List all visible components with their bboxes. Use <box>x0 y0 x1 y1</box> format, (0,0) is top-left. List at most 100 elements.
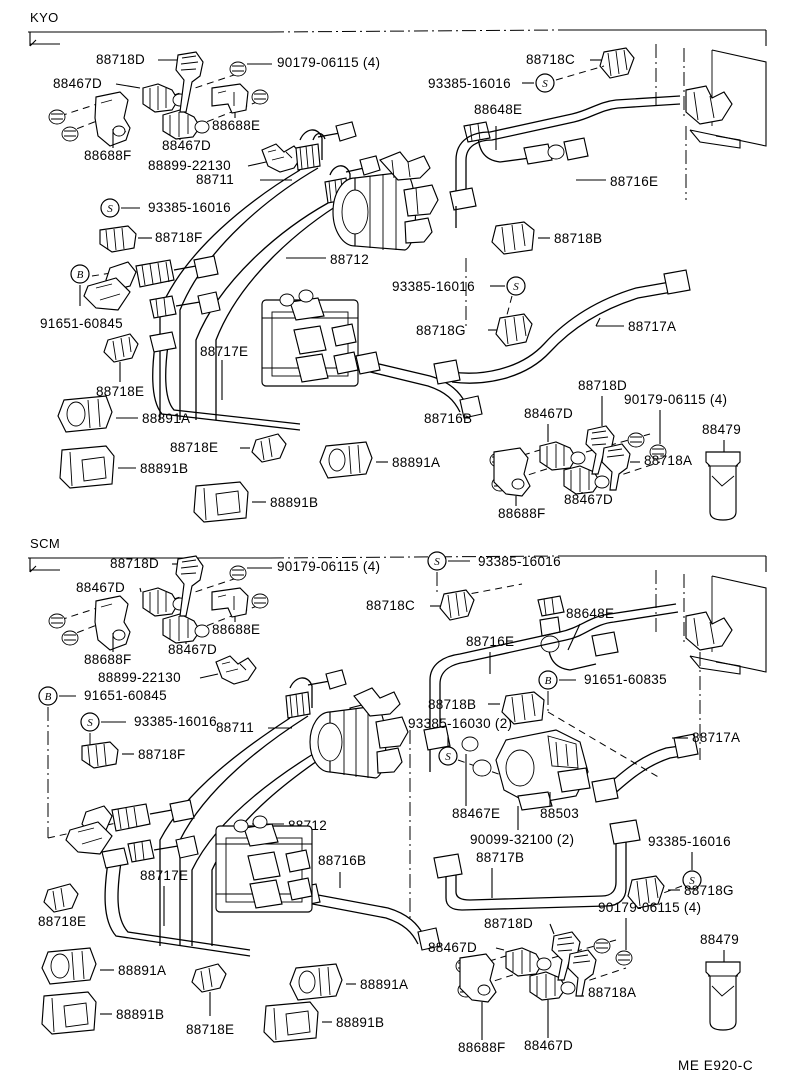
label-90179-scm-2: 90179-06115 (4) <box>598 900 701 915</box>
clip-88718a-scm <box>567 949 597 997</box>
footer-code: ME E920-C <box>678 1058 753 1073</box>
kyo-panel-frame <box>28 29 767 47</box>
clip-88718e-kyo-1 <box>103 333 139 363</box>
nut-icon <box>61 630 79 646</box>
clip-88718g-scm <box>627 875 665 909</box>
label-88503-scm: 88503 <box>540 806 579 821</box>
label-88718f-scm: 88718F <box>138 747 186 762</box>
label-88688f-scm-2: 88688F <box>458 1040 506 1055</box>
grommet-88891a-scm-1 <box>41 947 97 985</box>
label-88716e-scm: 88716E <box>466 634 514 649</box>
clip-88718g-kyo <box>495 313 533 347</box>
expansion-valve-88503 <box>461 729 591 811</box>
clip-88718c-scm <box>439 589 475 621</box>
label-88718g-scm: 88718G <box>684 883 734 898</box>
nut-icon <box>229 565 247 581</box>
marker-circle-s <box>100 198 120 218</box>
label-88717e-scm: 88717E <box>140 868 188 883</box>
grommet-88891b-scm-1 <box>41 991 97 1035</box>
marker-glyph-s: S <box>513 281 519 293</box>
marker-circle-b <box>38 686 58 706</box>
panel-tag-kyo: KYO <box>30 10 59 25</box>
pipe-88717b-scm <box>433 819 641 911</box>
bracket-88688e <box>211 83 249 114</box>
marker-circle-s <box>427 551 447 571</box>
clip-88718d-kyo-top <box>175 51 204 113</box>
marker-glyph-s: S <box>542 78 548 90</box>
clip-88718f-scm <box>81 741 119 769</box>
label-88688f-kyo-2: 88688F <box>498 506 546 521</box>
clip-88718a-kyo <box>601 443 631 491</box>
label-88718d-scm-1: 88718D <box>110 556 159 571</box>
label-88899-scm: 88899-22130 <box>98 670 181 685</box>
clip-88718d-scm-top <box>175 555 204 617</box>
label-88718d-scm-2: 88718D <box>484 916 533 931</box>
nut-icon <box>627 432 645 448</box>
label-88718g-kyo: 88718G <box>416 323 466 338</box>
line-88717e-kyo <box>149 331 301 431</box>
label-90179-kyo-2: 90179-06115 (4) <box>624 392 727 407</box>
clamp-88467d-lower <box>529 971 576 1001</box>
label-88712-kyo: 88712 <box>330 252 369 267</box>
label-93385-scm-1: 93385-16016 <box>134 714 217 729</box>
label-88718f-kyo: 88718F <box>155 230 203 245</box>
line-88716b-scm <box>295 883 441 951</box>
label-88718d-kyo-1: 88718D <box>96 52 145 67</box>
grommet-88891a-scm-2 <box>289 963 343 1001</box>
pipe-88716e-kyo <box>449 95 681 228</box>
label-88718c-kyo: 88718C <box>526 52 575 67</box>
receiver-drier-88479-kyo <box>705 451 741 521</box>
fitting-row2-kyo <box>149 291 221 319</box>
clamp-88467d-upper <box>142 587 188 617</box>
fitting-91651-kyo <box>83 255 219 311</box>
label-88717e-kyo: 88717E <box>200 344 248 359</box>
clip-88718e-scm-2 <box>191 963 227 993</box>
clip-88718e-kyo-2 <box>251 433 287 463</box>
label-88467d-scm-4: 88467D <box>524 1038 573 1053</box>
panel-tag-scm: SCM <box>30 536 60 551</box>
label-90179-kyo-1: 90179-06115 (4) <box>277 55 380 70</box>
nut-icon <box>48 613 66 629</box>
clip-88718c-kyo <box>599 47 635 79</box>
pipe-88717a-kyo <box>433 269 691 385</box>
pipe-88717a-scm <box>591 733 699 803</box>
label-88467d-scm-3: 88467D <box>428 940 477 955</box>
nut-icon <box>251 593 269 609</box>
label-88717a-scm: 88717A <box>692 730 740 745</box>
marker-glyph-s: S <box>107 203 113 215</box>
clamp-88467d-lower <box>563 465 610 495</box>
fitting-cluster-scm-left <box>65 799 199 863</box>
clip-88718e-scm-1 <box>43 883 79 913</box>
marker-glyph-b: B <box>45 691 52 703</box>
firewall-kyo <box>655 44 767 200</box>
label-93385-scm-4: 93385-16016 <box>648 834 731 849</box>
label-93385-scm-3: 93385-16030 (2) <box>408 716 512 731</box>
label-88718e-scm-2: 88718E <box>186 1022 234 1037</box>
label-88467d-scm-1: 88467D <box>76 580 125 595</box>
clamp-88467d-lower <box>162 613 210 644</box>
clamp-88467d-lower <box>162 109 210 140</box>
marker-circle-s <box>535 73 555 93</box>
label-88891a-kyo-1: 88891A <box>142 411 190 426</box>
label-91651-scm-2: 91651-60835 <box>584 672 667 687</box>
nut-icon <box>649 444 667 460</box>
marker-glyph-s: S <box>87 717 93 729</box>
marker-circle-b <box>70 264 90 284</box>
nut-icon <box>48 109 66 125</box>
label-88716b-kyo: 88716B <box>424 411 472 426</box>
clip-88718b-scm <box>501 691 545 725</box>
label-93385-kyo-1: 93385-16016 <box>148 200 231 215</box>
marker-circle-s <box>506 276 526 296</box>
pipe-88716e-scm <box>423 603 679 772</box>
receiver-drier-88479-scm <box>705 961 741 1031</box>
grommet-88891b-kyo-2 <box>193 481 249 523</box>
clamp-88467d-upper <box>505 947 552 977</box>
label-88891b-kyo-2: 88891B <box>270 495 318 510</box>
marker-circle-b <box>538 670 558 690</box>
line-88716b-kyo <box>355 351 483 419</box>
harness-88648e-kyo <box>463 121 589 165</box>
grommet-88891a-kyo-2 <box>319 441 373 479</box>
clip-88718d-scm-bottom <box>551 931 581 981</box>
nut-icon <box>229 61 247 77</box>
label-90099-scm: 90099-32100 (2) <box>470 832 574 847</box>
